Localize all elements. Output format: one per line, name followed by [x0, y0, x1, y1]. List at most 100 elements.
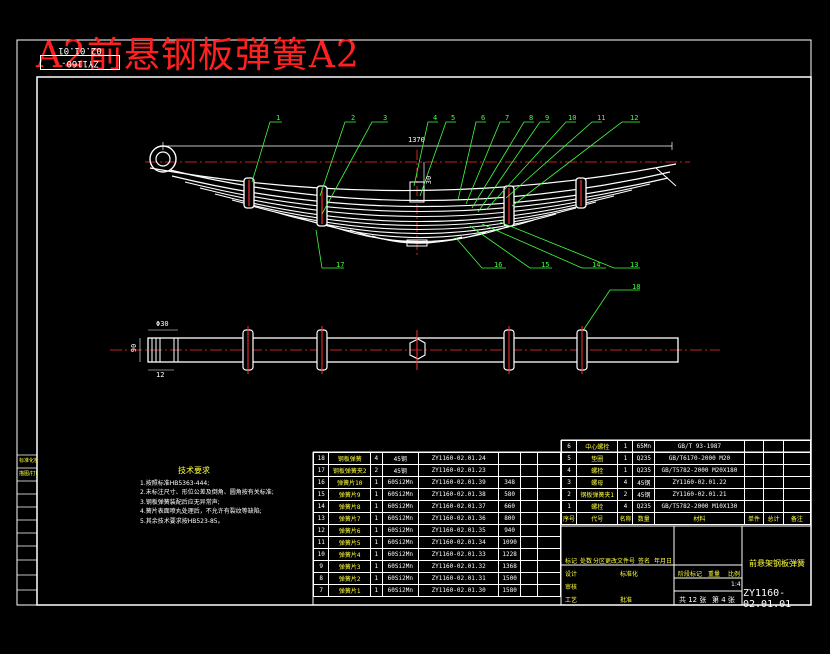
- parts-cell-no: 16: [312, 476, 330, 489]
- parts-cell-name: 弹簧片5: [328, 536, 371, 549]
- parts-cell-no: 2: [560, 488, 578, 501]
- left-cell: 标准化检查: [19, 458, 37, 464]
- parts-cell-material: 60Si2Mn: [381, 488, 420, 501]
- callout-2: 2: [351, 114, 356, 122]
- parts-cell-material: Q235: [632, 464, 656, 477]
- tb-label-approve: 批准: [620, 597, 633, 604]
- tech-req-line: 1.按照标准HB5363-444;: [140, 479, 210, 487]
- tb-label-change-doc: 更改文件号: [605, 558, 636, 565]
- parts-cell-qty: 1: [617, 464, 634, 477]
- parts-cell-qty: 1: [370, 476, 383, 489]
- parts-cell-code: ZY1160-02.01.30: [418, 584, 500, 597]
- parts-cell-blank: [782, 464, 812, 477]
- tech-req-line: 5.其余技术要求按HB523-85。: [140, 517, 224, 525]
- parts-header-cell: 总计: [763, 512, 784, 525]
- tb-label-sign: 签名: [638, 558, 651, 565]
- parts-cell-name: 钢板弹簧夹1: [576, 488, 619, 501]
- parts-cell-extra: 800: [498, 512, 521, 525]
- parts-cell-name: 弹簧片9: [328, 488, 371, 501]
- parts-header-row: 序号代号名称数量材料单件总计备注: [560, 512, 812, 525]
- parts-cell-name: 中心螺栓: [576, 440, 619, 453]
- parts-cell-blank: [519, 464, 538, 477]
- parts-cell-name: 弹簧片10: [328, 476, 371, 489]
- parts-cell-qty: 4: [370, 452, 383, 465]
- parts-cell-blank: [519, 488, 538, 501]
- callout-9: 9: [545, 114, 550, 122]
- parts-cell-blank: [536, 464, 562, 477]
- parts-cell-name: 钢板弹簧: [328, 452, 371, 465]
- tb-label-design: 设计: [565, 571, 578, 578]
- tb-label-process: 工艺: [565, 597, 578, 604]
- parts-cell-material: Q235: [632, 500, 656, 513]
- callout-14: 14: [592, 261, 601, 269]
- dim-w2: 12: [156, 371, 165, 379]
- parts-cell-code: GB/T5782-2000 M10X130: [654, 500, 745, 513]
- parts-cell-code: ZY1160-02.01.31: [418, 572, 500, 585]
- parts-cell-blank: [519, 560, 538, 573]
- parts-cell-no: 5: [560, 452, 578, 465]
- parts-cell-qty: 1: [370, 512, 383, 525]
- parts-header-cell: 材料: [654, 512, 745, 525]
- parts-cell-code: ZY1160-02.01.38: [418, 488, 500, 501]
- parts-cell-code: ZY1160-02.01.36: [418, 512, 500, 525]
- dim-center: 30: [425, 175, 434, 185]
- parts-cell-blank: [519, 452, 538, 465]
- callout-3: 3: [383, 114, 388, 122]
- parts-cell-blank: [763, 464, 784, 477]
- parts-cell-qty: 4: [617, 476, 634, 489]
- left-sign-cells: 标准化检查 描图/打印: [19, 455, 37, 481]
- tech-req-line: 4.簧片表面喷丸处理后，不允许有裂纹等缺陷;: [140, 508, 262, 515]
- title-block-sheet-no: 第 4 张: [712, 596, 735, 604]
- title-block-code: ZY1160-02.01.01: [743, 588, 792, 610]
- tech-requirements: 技术要求 1.按照标准HB5363-444; 2.未标注尺寸、形位公差及倒角、圆…: [140, 466, 274, 526]
- dim-span: 1370: [408, 136, 425, 144]
- parts-cell-blank: [536, 536, 562, 549]
- parts-cell-no: 3: [560, 476, 578, 489]
- parts-cell-material: 45钢: [632, 476, 656, 489]
- tb-label-weight: 重量: [708, 571, 721, 578]
- parts-cell-no: 1: [560, 500, 578, 513]
- parts-cell-code: ZY1160-02.01.37: [418, 500, 500, 513]
- callout-1: 1: [276, 114, 281, 122]
- tb-label-standard: 标准化: [620, 571, 639, 578]
- leader-lines: [251, 121, 640, 333]
- callout-15: 15: [541, 261, 550, 269]
- parts-cell-blank: [763, 500, 784, 513]
- parts-cell-no: 15: [312, 488, 330, 501]
- parts-cell-blank: [763, 452, 784, 465]
- tb-label-date: 年月日: [654, 558, 673, 565]
- parts-cell-no: 10: [312, 548, 330, 561]
- parts-cell-no: 8: [312, 572, 330, 585]
- tech-req-line: 2.未标注尺寸、形位公差及倒角、圆角按有关标准;: [140, 489, 274, 496]
- callout-11: 11: [597, 114, 606, 122]
- parts-cell-blank: [763, 488, 784, 501]
- parts-cell-code: ZY1160-02.01.21: [654, 488, 745, 501]
- callout-8: 8: [529, 114, 534, 122]
- callout-4: 4: [433, 114, 438, 122]
- drawing-number-stamp: ZY1160-02.01.01: [40, 45, 120, 70]
- parts-cell-qty: 1: [370, 548, 383, 561]
- tb-label-count: 处数: [580, 558, 593, 565]
- parts-cell-qty: 4: [617, 500, 634, 513]
- parts-header-cell: 名称: [617, 512, 634, 525]
- parts-cell-material: Q235: [632, 452, 656, 465]
- parts-cell-extra: [498, 452, 521, 465]
- parts-cell-name: 钢板弹簧夹2: [328, 464, 371, 477]
- parts-cell-extra: 1228: [498, 548, 521, 561]
- inner-frame: [36, 76, 812, 606]
- parts-cell-code: ZY1160-02.01.24: [418, 452, 500, 465]
- parts-cell-code: GB/T6170-2000 M20: [654, 452, 745, 465]
- parts-cell-blank: [743, 476, 765, 489]
- tb-label-stage: 阶段标记: [678, 571, 703, 578]
